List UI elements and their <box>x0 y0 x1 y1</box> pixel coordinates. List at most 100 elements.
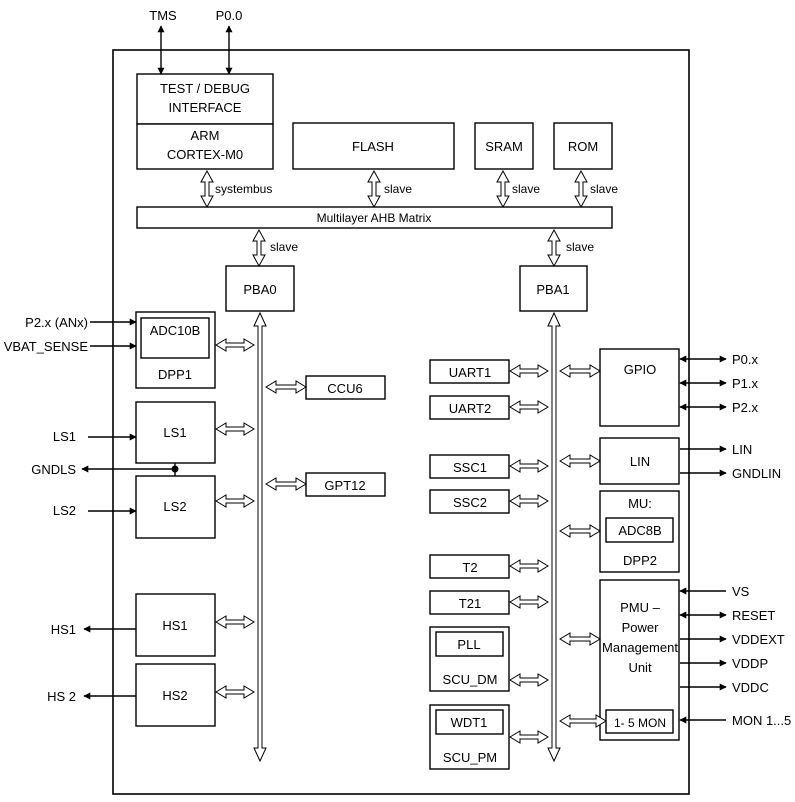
pin-hs1: HS1 <box>51 622 136 637</box>
pin-mon-label: MON 1...5 <box>732 713 791 728</box>
dpp1-block: ADC10B DPP1 <box>135 311 216 389</box>
pmu-line3: Management <box>602 640 678 655</box>
pin-p1x-label: P1.x <box>732 376 759 391</box>
pmu-bus-link <box>559 632 601 646</box>
pin-vddext-label: VDDEXT <box>732 632 785 647</box>
pin-reset: RESET <box>679 608 775 623</box>
gpio-bus-link <box>559 364 601 378</box>
pin-vddp-label: VDDP <box>732 656 768 671</box>
arm-line2: CORTEX-M0 <box>167 147 243 162</box>
ls1-label: LS1 <box>163 425 186 440</box>
pmu-line2: Power <box>622 620 660 635</box>
t2-block: T2 <box>429 554 510 579</box>
pin-p0x-label: P0.x <box>732 352 759 367</box>
hs2-label: HS2 <box>162 688 187 703</box>
ccu6-block: CCU6 <box>305 375 386 400</box>
hs1-label: HS1 <box>162 618 187 633</box>
pin-p2x-label: P2.x <box>732 400 759 415</box>
uart1-block: UART1 <box>429 359 510 384</box>
ls1-bus-link <box>215 422 255 436</box>
pin-mon: MON 1...5 <box>679 713 791 728</box>
scu-pm-block: WDT1 SCU_PM <box>429 704 510 770</box>
t21-block: T21 <box>429 590 510 615</box>
sram-label: SRAM <box>485 139 523 154</box>
pin-p1x: P1.x <box>679 376 759 391</box>
pin-vddext: VDDEXT <box>680 632 785 647</box>
systembus-arrow: systembus <box>200 169 272 209</box>
test-debug-line2: INTERFACE <box>169 100 242 115</box>
pba0-label: PBA0 <box>243 282 276 297</box>
ssc1-block: SSC1 <box>429 454 510 479</box>
rom-slave-label: slave <box>590 182 618 196</box>
pin-hs2: HS 2 <box>47 689 136 704</box>
lin-block-label: LIN <box>630 454 650 469</box>
scu-pm-label: SCU_PM <box>443 750 497 765</box>
pba0-slave-label: slave <box>270 240 298 254</box>
scu-dm-block: PLL SCU_DM <box>429 626 510 692</box>
t2-label: T2 <box>462 560 477 575</box>
pba1-slave-label: slave <box>566 240 594 254</box>
adc8b-label: ADC8B <box>618 523 661 538</box>
test-debug-block: TEST / DEBUG INTERFACE <box>136 73 274 125</box>
dpp1-label: DPP1 <box>158 367 192 382</box>
pin-gndlin-label: GNDLIN <box>732 466 781 481</box>
pin-vs: VS <box>679 584 750 599</box>
pin-p2x-anx-label: P2.x (ANx) <box>25 315 88 330</box>
uart1-label: UART1 <box>449 365 491 380</box>
flash-slave-label: slave <box>384 182 412 196</box>
pin-gndls: GNDLS <box>31 462 179 477</box>
ccu6-label: CCU6 <box>327 381 362 396</box>
pin-ls1: LS1 <box>53 429 137 444</box>
pba1-slave-arrow: slave <box>547 228 594 268</box>
test-debug-line1: TEST / DEBUG <box>160 81 250 96</box>
hs1-block: HS1 <box>135 593 216 657</box>
pin-p2x: P2.x <box>679 400 759 415</box>
mu-bus-link <box>559 524 601 538</box>
gpt12-label: GPT12 <box>324 478 365 493</box>
dpp1-bus-link <box>215 338 255 352</box>
ls1-block: LS1 <box>135 401 216 464</box>
lin-block: LIN <box>599 437 680 485</box>
pba1-block: PBA1 <box>519 265 588 312</box>
pmu-block: PMU – Power Management Unit 1- 5 MON <box>599 579 680 741</box>
pin-ls2-label: LS2 <box>53 503 76 518</box>
pin-ls2: LS2 <box>53 503 137 518</box>
flash-label: FLASH <box>352 139 394 154</box>
hs1-bus-link <box>215 615 255 629</box>
scu-pm-bus-link <box>509 730 549 744</box>
arm-cortex-block: ARM CORTEX-M0 <box>136 123 274 170</box>
pin-p0-0-label: P0.0 <box>216 8 243 23</box>
t21-label: T21 <box>459 596 481 611</box>
hs2-block: HS2 <box>135 663 216 727</box>
pin-vddp: VDDP <box>680 656 768 671</box>
ahb-matrix: Multilayer AHB Matrix <box>136 206 613 229</box>
pin-vbat-sense-label: VBAT_SENSE <box>4 339 89 354</box>
pba0-slave-arrow: slave <box>252 228 298 268</box>
pmu-line4: Unit <box>628 660 652 675</box>
ssc1-bus-link <box>509 459 549 473</box>
mu-block: MU: ADC8B DPP2 <box>599 490 680 573</box>
pin-vddc-label: VDDC <box>732 680 769 695</box>
sram-block: SRAM <box>474 122 534 170</box>
arm-line1: ARM <box>191 128 220 143</box>
pin-hs2-label: HS 2 <box>47 689 76 704</box>
rom-label: ROM <box>568 139 598 154</box>
pba1-label: PBA1 <box>536 282 569 297</box>
dpp2-label: DPP2 <box>623 553 657 568</box>
uart2-label: UART2 <box>449 401 491 416</box>
pba0-block: PBA0 <box>225 265 295 312</box>
uart2-bus-link <box>509 400 549 414</box>
flash-slave-arrow: slave <box>367 169 412 209</box>
mon-block-label: 1- 5 MON <box>614 716 666 730</box>
wdt1-label: WDT1 <box>451 715 488 730</box>
adc10b-label: ADC10B <box>150 323 201 338</box>
ssc2-label: SSC2 <box>453 495 487 510</box>
flash-block: FLASH <box>292 122 455 170</box>
gpio-label: GPIO <box>624 362 657 377</box>
pin-ls1-label: LS1 <box>53 429 76 444</box>
pin-lin-label: LIN <box>732 442 752 457</box>
ls2-block: LS2 <box>135 475 216 539</box>
systembus-label: systembus <box>215 182 272 196</box>
rom-slave-arrow: slave <box>574 169 618 209</box>
